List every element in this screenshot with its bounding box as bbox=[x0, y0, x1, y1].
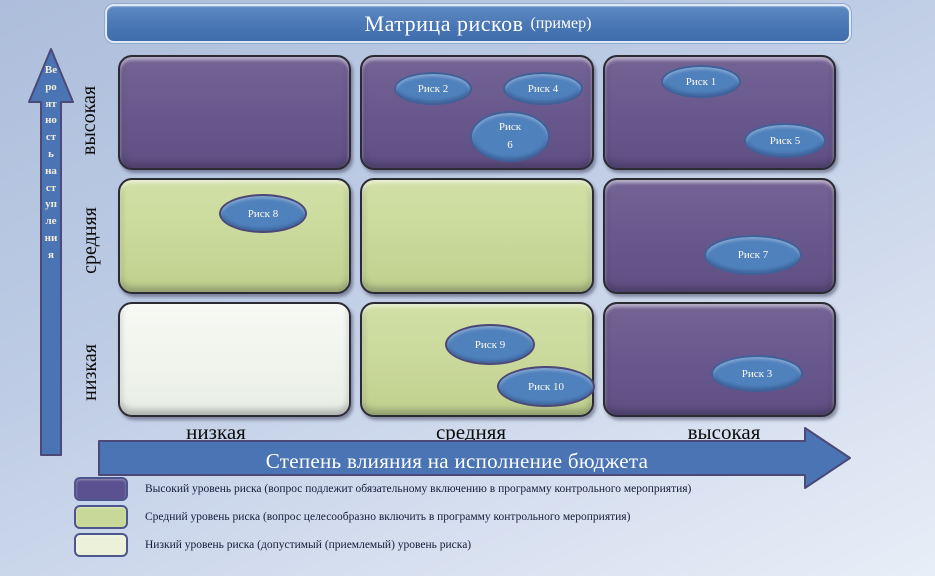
risk-oval-1: Риск 1 bbox=[661, 65, 741, 98]
low-risk-swatch-icon bbox=[74, 533, 128, 557]
risk-oval-7: Риск 7 bbox=[704, 235, 802, 275]
cell-prob-low-impact-high bbox=[602, 301, 836, 417]
risk-oval-9: Риск 9 bbox=[445, 324, 535, 365]
page-title-suffix: (пример) bbox=[530, 14, 592, 32]
legend-label-low: Низкий уровень риска (допустимый (приемл… bbox=[145, 539, 472, 551]
cell-prob-high-impact-low bbox=[118, 55, 352, 171]
high-risk-swatch-icon bbox=[74, 477, 128, 501]
risk-oval-4: Риск 4 bbox=[503, 72, 583, 105]
medium-risk-swatch-icon bbox=[74, 505, 128, 529]
legend-item-low: Низкий уровень риска (допустимый (приемл… bbox=[74, 533, 691, 557]
page-title: Матрица рисков bbox=[364, 10, 524, 36]
y-label-high: высокая bbox=[78, 85, 101, 155]
y-label-low: низкая bbox=[78, 344, 101, 401]
risk-matrix-grid: Риск 1 Риск 2 Риск 3 Риск 4 Риск 5 Риск … bbox=[118, 55, 836, 417]
impact-axis-label: Степень влияния на исполнение бюджета bbox=[265, 448, 649, 473]
legend-item-high: Высокий уровень риска (вопрос подлежит о… bbox=[74, 477, 692, 501]
risk-oval-10: Риск 10 bbox=[497, 366, 595, 407]
legend-label-medium: Средний уровень риска (вопрос целесообра… bbox=[145, 511, 631, 523]
impact-axis-arrow-icon bbox=[98, 427, 851, 489]
probability-axis-arrow-icon bbox=[28, 48, 74, 456]
title-banner: Матрица рисков (пример) bbox=[105, 4, 851, 43]
y-label-medium: средняя bbox=[78, 206, 101, 274]
cell-prob-medium-impact-medium bbox=[360, 178, 594, 294]
legend: Высокий уровень риска (вопрос подлежит о… bbox=[74, 477, 692, 562]
risk-oval-3: Риск 3 bbox=[711, 355, 803, 392]
probability-axis-label: Вероятность наступления bbox=[44, 64, 58, 261]
legend-item-medium: Средний уровень риска (вопрос целесообра… bbox=[74, 505, 691, 529]
cell-prob-medium-impact-high bbox=[602, 178, 836, 294]
cell-prob-low-impact-low bbox=[118, 301, 352, 417]
risk-oval-6: Риск 6 bbox=[470, 111, 550, 162]
risk-oval-5: Риск 5 bbox=[744, 123, 826, 158]
risk-oval-8: Риск 8 bbox=[219, 194, 307, 233]
cell-prob-medium-impact-low bbox=[118, 178, 352, 294]
legend-label-high: Высокий уровень риска (вопрос подлежит о… bbox=[145, 483, 692, 495]
risk-oval-2: Риск 2 bbox=[394, 72, 472, 105]
